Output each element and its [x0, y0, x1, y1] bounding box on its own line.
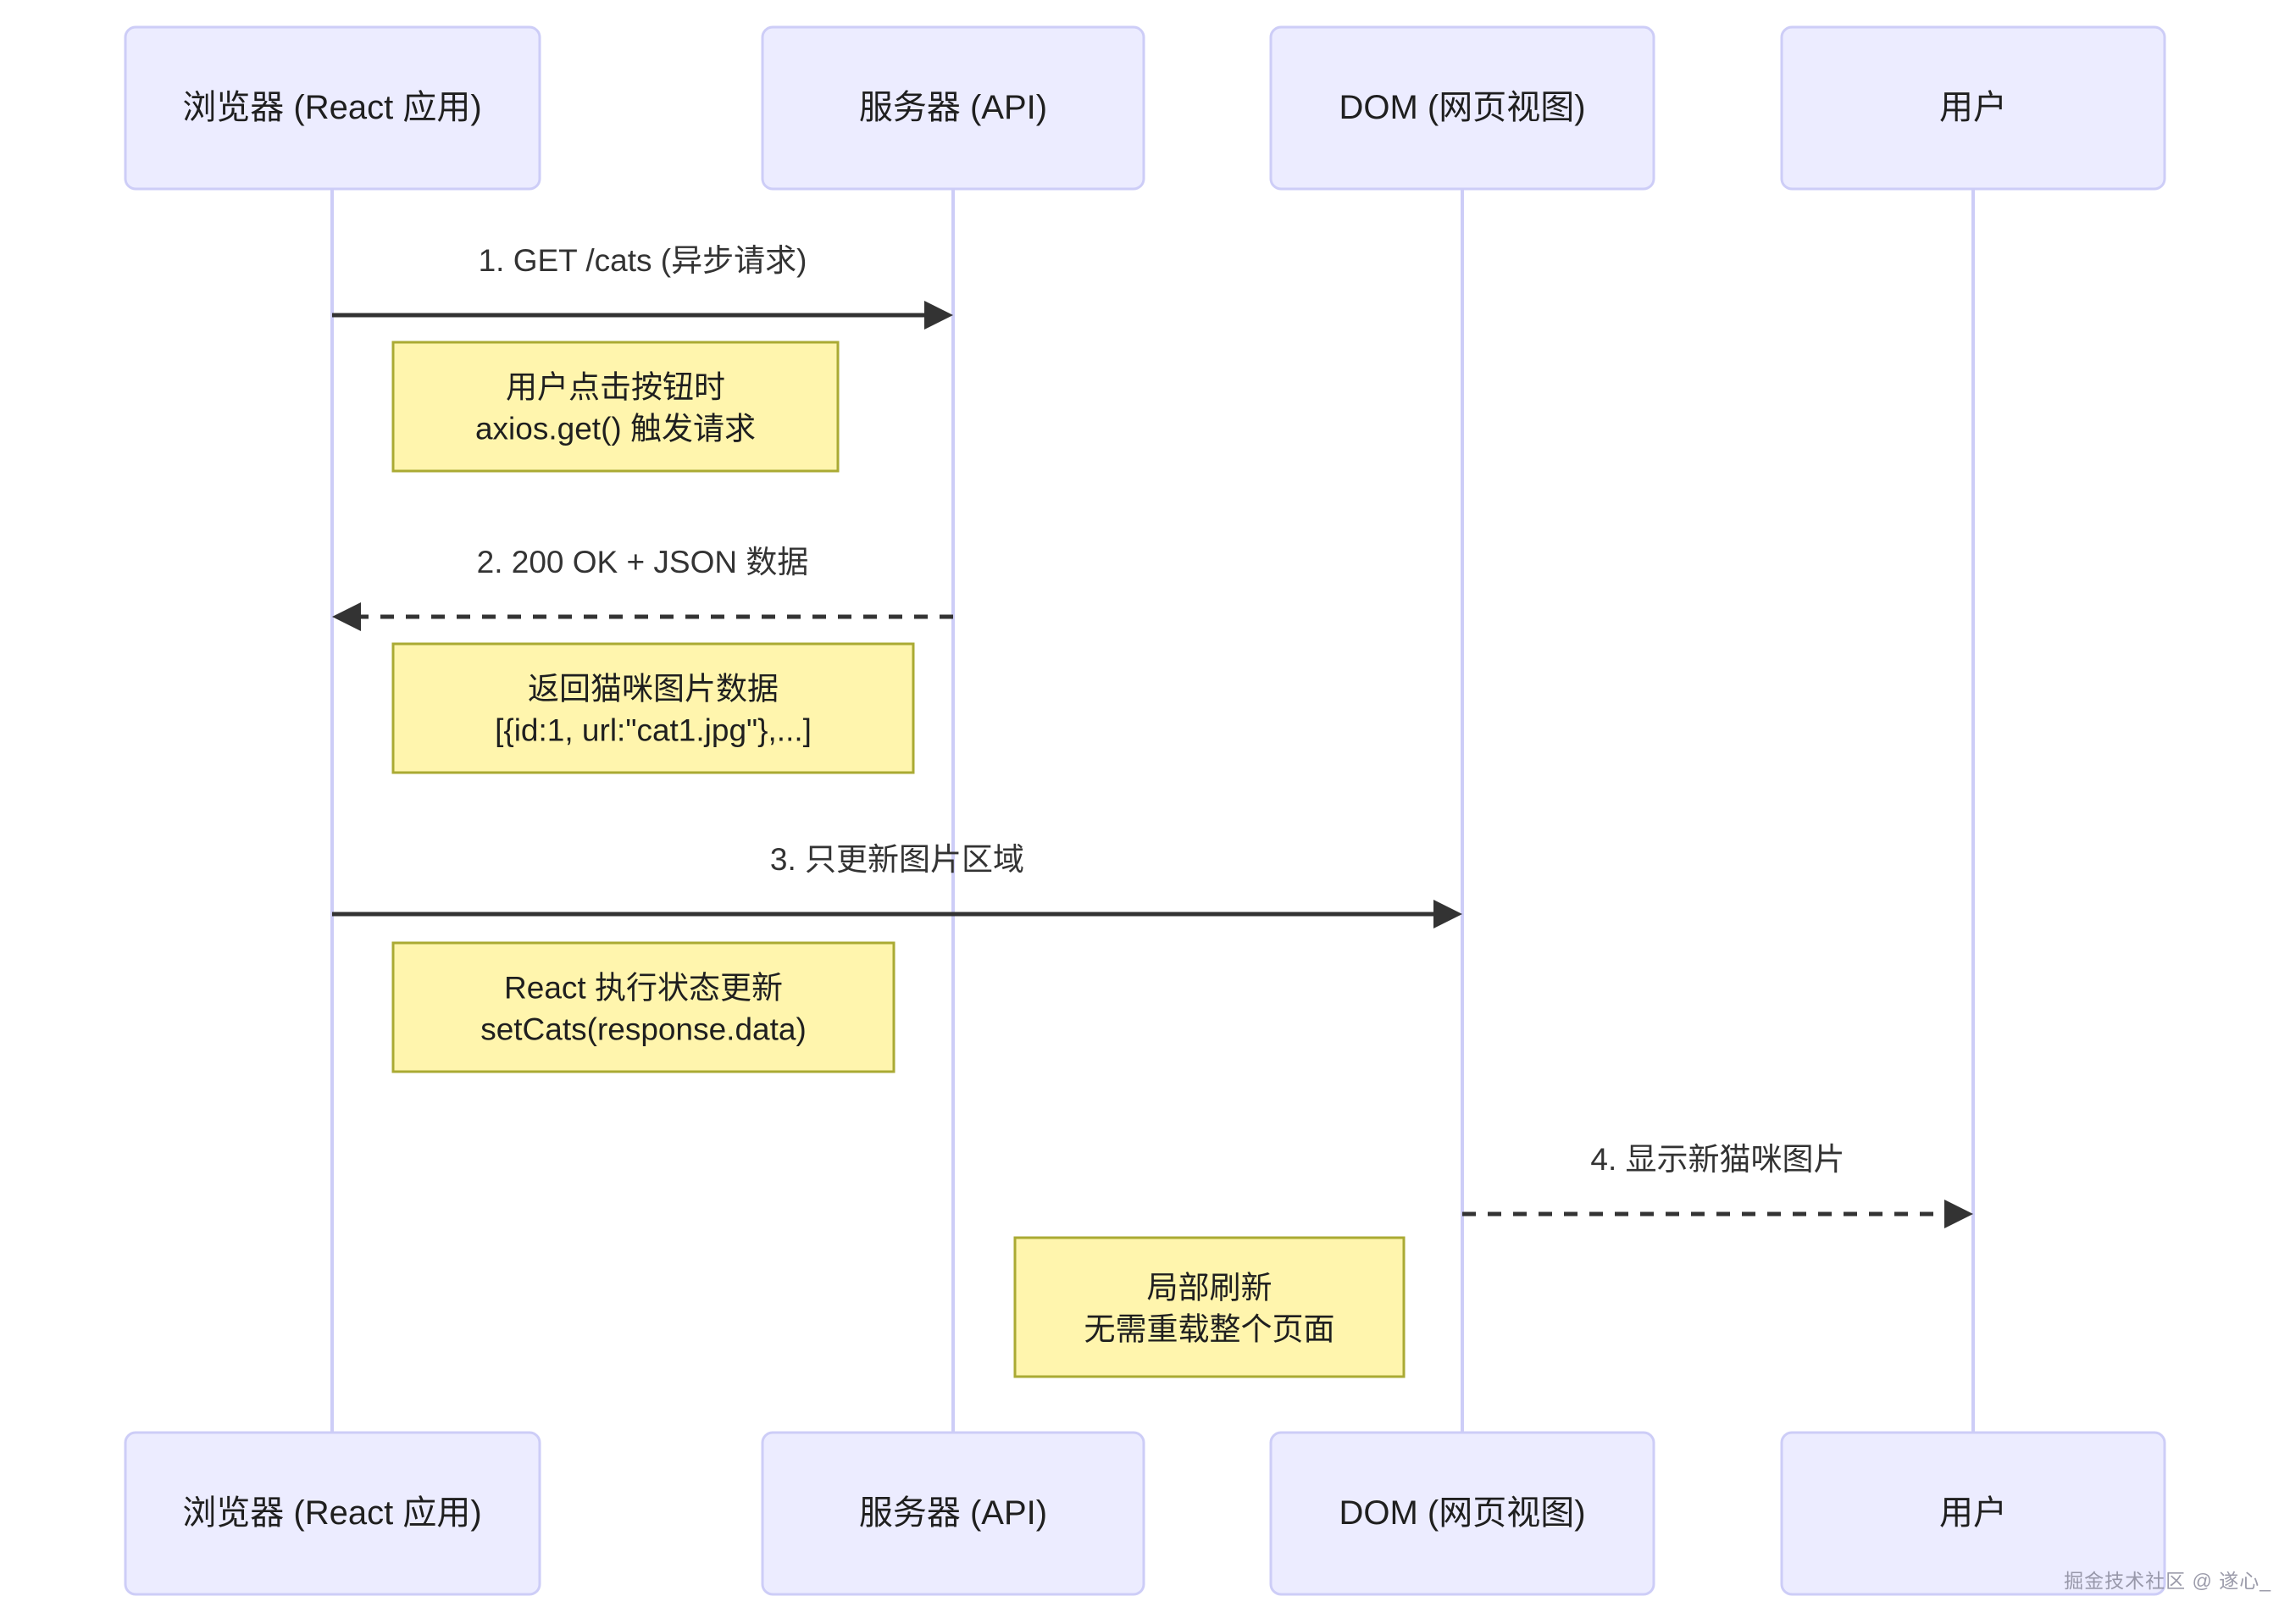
participant-boxes-bottom: 浏览器 (React 应用) 服务器 (API) DOM (网页视图) 用户 — [124, 1431, 2166, 1596]
note-box — [391, 341, 840, 473]
arrow-head-4 — [1944, 1200, 1973, 1228]
note-box — [391, 642, 915, 774]
message-label-4: 4. 显示新猫咪图片 — [1590, 1142, 1844, 1177]
participant-box — [761, 1431, 1145, 1596]
note-line: 局部刷新 — [1147, 1271, 1273, 1305]
participant-boxes-top: 浏览器 (React 应用) 服务器 (API) DOM (网页视图) 用户 — [124, 25, 2166, 191]
participant-box — [1269, 25, 1655, 191]
participant-label-dom: DOM (网页视图) — [1339, 1494, 1585, 1532]
message-label-3: 3. 只更新图片区域 — [770, 842, 1024, 877]
note-line: 用户点击按钮时 — [506, 370, 725, 405]
participant-dom-top[interactable]: DOM (网页视图) — [1269, 25, 1655, 191]
participant-server-bottom[interactable]: 服务器 (API) — [761, 1431, 1145, 1596]
participant-label-server: 服务器 (API) — [859, 1494, 1047, 1532]
note-line: 无需重载整个页面 — [1084, 1312, 1335, 1347]
participant-label-user: 用户 — [1939, 1494, 2007, 1532]
note-cat-data[interactable]: 返回猫咪图片数据 [{id:1, url:"cat1.jpg"},...] — [391, 642, 915, 774]
message-2: 2. 200 OK + JSON 数据 — [332, 545, 953, 631]
watermark: 掘金技术社区 @ 遂心_ — [2064, 1570, 2271, 1592]
arrow-head-3 — [1433, 900, 1462, 928]
arrow-head-1 — [924, 301, 953, 330]
note-line: React 执行状态更新 — [504, 971, 783, 1006]
note-box — [1013, 1236, 1406, 1378]
message-4: 4. 显示新猫咪图片 — [1462, 1142, 1973, 1228]
lifeline-group — [330, 189, 1975, 1433]
participant-server-top[interactable]: 服务器 (API) — [761, 25, 1145, 191]
participant-label-browser: 浏览器 (React 应用) — [182, 1494, 481, 1532]
participant-user-top[interactable]: 用户 — [1780, 25, 2166, 191]
participant-label-browser: 浏览器 (React 应用) — [182, 89, 481, 126]
message-group: 1. GET /cats (异步请求) 2. 200 OK + JSON 数据 3.… — [332, 243, 1973, 1228]
note-box — [391, 941, 895, 1073]
note-line: axios.get() 触发请求 — [475, 412, 756, 446]
participant-box — [1780, 25, 2166, 191]
participant-browser-bottom[interactable]: 浏览器 (React 应用) — [124, 1431, 541, 1596]
participant-box — [124, 1431, 541, 1596]
participant-dom-bottom[interactable]: DOM (网页视图) — [1269, 1431, 1655, 1596]
message-1: 1. GET /cats (异步请求) — [332, 243, 953, 330]
note-setcats[interactable]: React 执行状态更新 setCats(response.data) — [391, 941, 895, 1073]
message-label-2: 2. 200 OK + JSON 数据 — [477, 545, 809, 579]
participant-label-user: 用户 — [1939, 89, 2007, 126]
note-line: [{id:1, url:"cat1.jpg"},...] — [495, 713, 812, 748]
participant-label-dom: DOM (网页视图) — [1339, 89, 1585, 126]
participant-browser-top[interactable]: 浏览器 (React 应用) — [124, 25, 541, 191]
note-line: setCats(response.data) — [480, 1012, 807, 1047]
participant-box — [1269, 1431, 1655, 1596]
participant-box — [124, 25, 541, 191]
message-label-1: 1. GET /cats (异步请求) — [479, 243, 807, 278]
participant-box — [761, 25, 1145, 191]
participant-box — [1780, 1431, 2166, 1596]
note-line: 返回猫咪图片数据 — [528, 672, 779, 707]
participant-label-server: 服务器 (API) — [859, 89, 1047, 126]
arrow-head-2 — [332, 602, 361, 631]
participant-user-bottom[interactable]: 用户 — [1780, 1431, 2166, 1596]
message-3: 3. 只更新图片区域 — [332, 842, 1462, 928]
note-axios[interactable]: 用户点击按钮时 axios.get() 触发请求 — [391, 341, 840, 473]
